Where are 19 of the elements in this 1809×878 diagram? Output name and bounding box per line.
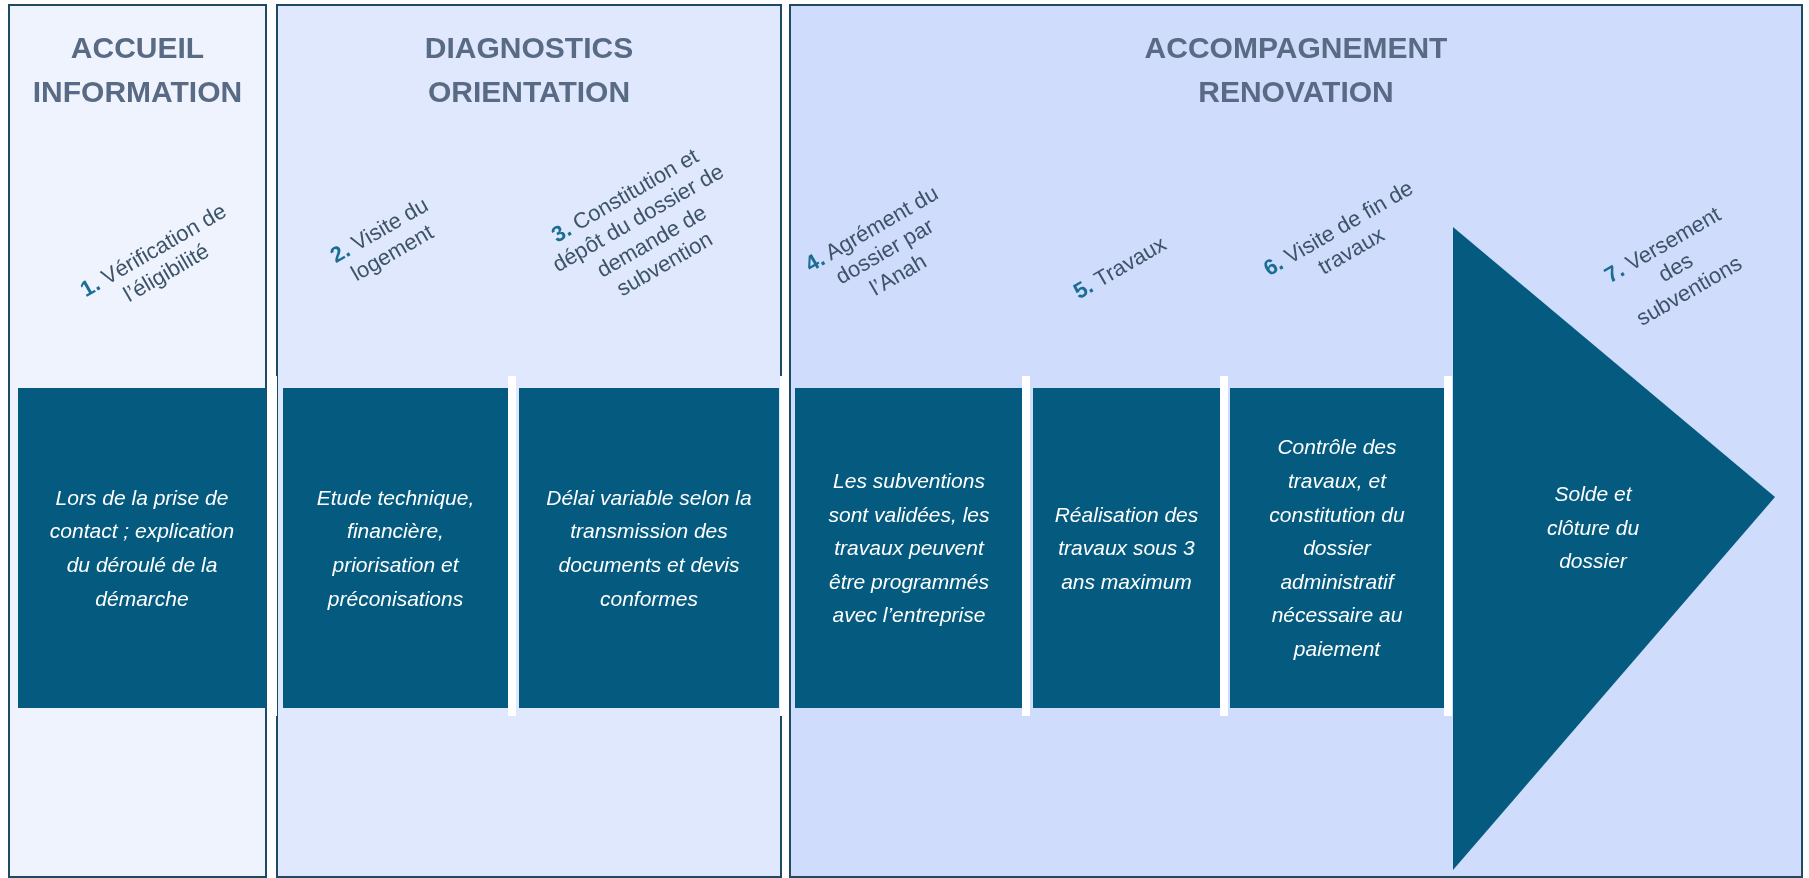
step-description: Réalisation des travaux sous 3 ans maximum [1053,501,1200,595]
step-box [1230,388,1444,708]
phase-panel [276,4,782,878]
phase-panel [789,4,1803,878]
step-box [795,388,1023,708]
phase-panel [8,4,267,878]
step-description: Etude technique, financière, priorisation et préconisations [315,484,476,612]
step-box [1033,388,1220,708]
step-description: Contrôle des travaux, et constitution du dossier administratif nécessaire au paiement [1268,434,1406,662]
phase-title: DIAGNOSTICS ORIENTATION [423,30,635,110]
step-description: Les subventions sont validées, les travaux peuvent être programmés avec l’entreprise [827,468,991,629]
phase-title: ACCOMPAGNEMENT RENOVATION [1143,30,1449,110]
step-box [519,388,779,708]
step-box [283,388,508,708]
step-box [18,388,266,708]
phase-title: ACCUEIL INFORMATION [31,30,244,110]
step-description: Délai variable selon la transmission des documents et devis conformes [545,484,753,612]
step-description: Lors de la prise de contact ; explication du déroulé de la démarche [48,484,236,612]
step-description: Solde et clôture du dossier [1545,481,1641,575]
